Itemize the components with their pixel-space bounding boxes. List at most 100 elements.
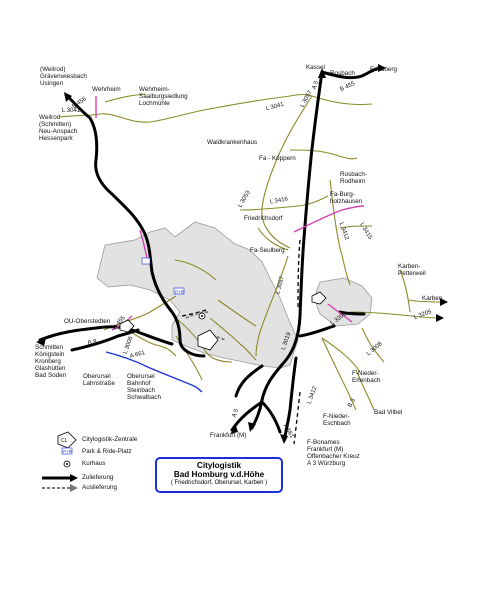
road-karben-petterweil	[399, 269, 411, 313]
road-l3412	[329, 179, 351, 286]
road-b456	[64, 93, 206, 358]
label-f-nieder-eschbach-1: F-Nieder-	[323, 413, 350, 420]
secondary-roads	[59, 93, 445, 411]
road-a661-blue	[105, 351, 203, 393]
road-l3057	[261, 95, 313, 249]
road-homburg-north	[174, 259, 217, 281]
label-schmitten: Schmitten	[35, 344, 63, 351]
road-a661-main	[282, 356, 298, 442]
label-steinbach: Steinbach	[127, 387, 156, 394]
label-f-nieder-erlenbach-1: F-Nieder-	[352, 370, 379, 377]
label-karben-petterweil-1: Karben-	[398, 263, 421, 270]
arrow-a661-south	[280, 434, 288, 444]
label-weilrod2: Weilrod	[39, 114, 61, 121]
label-oberursel-lahn-2: Lahnstraße	[83, 380, 115, 387]
label-bad-vilbel: Bad Vilbel	[374, 409, 403, 416]
road-friedrichsdorf-connection	[298, 324, 336, 338]
label-weilrod1: (Weilrod)	[40, 66, 66, 73]
label-ou-oberstedten: OU-Oberstedten	[64, 318, 111, 325]
route-dashed-3	[181, 309, 207, 317]
road-b3-bad-vilbel	[355, 369, 375, 411]
label-offenbacher-kreuz: Offenbacher Kreuz	[307, 453, 360, 460]
label-oberursel-lahn-1: Oberursel	[83, 373, 111, 380]
legend-symbols: CL P+R	[42, 431, 78, 492]
road-l3041	[59, 93, 313, 123]
kurhaus-icon-dot	[66, 463, 68, 465]
label-frankfurt-m: Frankfurt (M)	[210, 432, 247, 439]
label-usingen: Usingen	[40, 80, 64, 87]
arrow-a5-sw	[230, 426, 238, 434]
label-koenigstein: Königstein	[35, 351, 65, 358]
cl-zentrale-icon-label: CL	[61, 438, 68, 444]
road-l3412b	[321, 337, 361, 373]
label-glashuetten: Glashütten	[35, 365, 66, 372]
arrow-b456-north	[64, 92, 72, 102]
route-dashed-1	[297, 239, 301, 311]
arrow-karben-east	[440, 298, 448, 306]
cl-zentralen	[119, 291, 327, 351]
road-a5-southwest	[230, 400, 264, 432]
road-karben-l3205-main	[338, 310, 366, 316]
road-friedrichsdorf-local	[257, 227, 289, 251]
label-a3-wuerzburg: A 3 Würzburg	[307, 460, 346, 467]
label-rosbach-rodheim-1: Rosbach-	[340, 171, 367, 178]
label-oberursel-bhf-2: Bahnhof	[127, 380, 151, 387]
label-bad-soden: Bad Soden	[35, 372, 67, 379]
label-waldkrankenhaus: Waldkrankenhaus	[207, 139, 258, 146]
label-hessenpark: Hessenpark	[39, 135, 73, 142]
main-roads	[38, 66, 384, 442]
kurhaus-marker-dot	[201, 315, 203, 317]
road-l3041-east	[311, 95, 373, 106]
route-arrows	[36, 64, 448, 444]
arrow-l3205-east	[436, 314, 444, 322]
label-rosbach-rodheim-2: Rodheim	[340, 178, 366, 185]
map-title-line3: ( Friedrichsdorf, Oberursel, Karben )	[170, 480, 268, 486]
road-nieder-eschbach	[321, 337, 357, 411]
label-lochmuehle: Lochmühle	[139, 100, 170, 107]
route-auslieferung-1	[185, 311, 209, 319]
road-l3006	[103, 295, 177, 331]
cl-zentrale-bad-homburg	[197, 329, 219, 351]
label-saalburgsiedlung: Saalburgsiedlung	[139, 93, 188, 100]
label-karben-petterweil-2: Petterweil	[398, 270, 426, 277]
park-ride-map-label: P+R	[175, 290, 185, 295]
a661-highway	[105, 351, 203, 393]
park-ride-icon	[61, 447, 73, 455]
road-a5-spur	[260, 400, 282, 434]
map-title-line2: Bad Homburg v.d.Höhe	[173, 470, 265, 479]
road-l3416	[239, 195, 329, 211]
label-fa-seulberg: Fa-Seulberg	[250, 247, 285, 254]
road-oberursel-local-1	[127, 329, 177, 357]
label-rosbach: Rosbach	[330, 70, 355, 77]
arrow-b455-east	[378, 64, 386, 72]
label-fa-burg-2: holzhausen	[330, 198, 363, 205]
label-f-nieder-erlenbach-2: Erlenbach	[352, 377, 381, 384]
legend-park-ride: Park & Ride-Platz	[82, 448, 132, 455]
rail-friedrichsdorf	[293, 205, 365, 233]
label-wehrheim-siedlung: Wehrheim-	[139, 86, 170, 93]
label-fa-burg-1: Fa-Burg-	[330, 191, 355, 198]
label-graevenwiesbach: Grävenwiesbach	[40, 73, 87, 80]
label-f-nieder-eschbach-2: Eschbach	[323, 420, 351, 427]
road-kirdorf	[217, 299, 257, 327]
label-karben: Karben	[422, 295, 443, 302]
road-l3008	[361, 327, 385, 363]
label-f-bonames: F-Bonames	[307, 439, 340, 446]
road-b455	[320, 66, 384, 80]
map-title-box: Citylogistik Bad Homburg v.d.Höhe ( Frie…	[155, 457, 283, 493]
legend-kurhaus: Kurhaus	[82, 460, 106, 467]
cl-zentrale-icon	[57, 431, 77, 449]
label-frankfurt-m2: Frankfurt (M)	[307, 446, 344, 453]
legend-auslieferung: Auslieferung	[82, 484, 118, 491]
road-b8	[70, 328, 140, 352]
label-fa-koeppern: Fa - Köppern	[259, 155, 296, 162]
legend-cl-zentrale: Citylogistik-Zentrale	[82, 436, 138, 443]
legend-zulieferung: Zulieferung	[82, 474, 114, 481]
road-b455-west	[38, 325, 174, 346]
label-friedrichsdorf: Friedrichsdorf	[244, 215, 283, 222]
dashed-arrow-head	[70, 484, 78, 492]
park-ride-marker-2	[141, 257, 151, 265]
road-a5	[250, 70, 324, 430]
road-label-l3041-left: L 3041	[62, 108, 81, 114]
